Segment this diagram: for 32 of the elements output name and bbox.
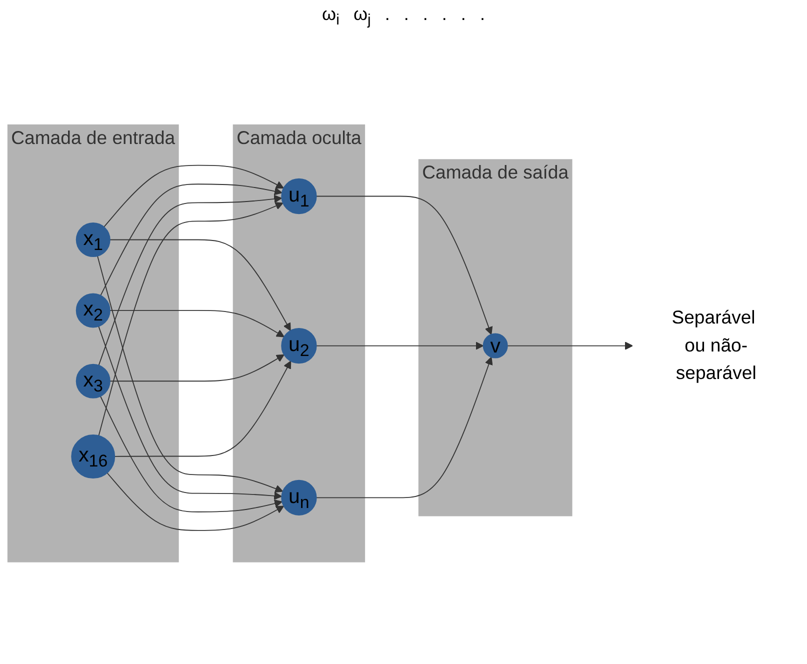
node-circle: x$_{16}$: [71, 434, 116, 478]
arrow: [109, 238, 291, 331]
ellipsis-dot: .: [460, 4, 466, 24]
node-circle: v: [482, 332, 508, 358]
arrow: [109, 354, 284, 382]
arrow: [100, 183, 282, 296]
arrow: [106, 472, 284, 531]
node-circle: x$_{3}$: [76, 364, 110, 398]
arrow: [100, 395, 282, 512]
node-circle: u$_{1}$: [281, 178, 317, 214]
arrow: [98, 202, 284, 436]
node-circle: u$_{n}$: [281, 479, 317, 516]
ellipsis-dot: .: [442, 4, 447, 24]
weight-label: ω$_{i}$: [322, 4, 340, 24]
arrow: [316, 195, 493, 334]
arrow: [506, 341, 633, 350]
arrow: [98, 194, 282, 366]
arrow: [316, 356, 493, 498]
arrow: [98, 325, 282, 500]
node-circle: u$_{2}$: [281, 328, 317, 364]
arrow: [104, 164, 284, 228]
arrow: [114, 360, 292, 457]
arrow: [109, 310, 284, 337]
ellipsis-dot: .: [422, 4, 428, 24]
ellipsis-dot: .: [384, 4, 390, 24]
ellipsis-dot: .: [404, 4, 409, 24]
node-circle: x$_{1}$: [76, 222, 110, 257]
ellipsis-dot: .: [480, 4, 485, 24]
node-text: Separável ou não-separável: [672, 307, 756, 384]
arrow: [97, 255, 284, 492]
node-circle: x$_{2}$: [76, 292, 110, 328]
arrow: [316, 341, 484, 350]
